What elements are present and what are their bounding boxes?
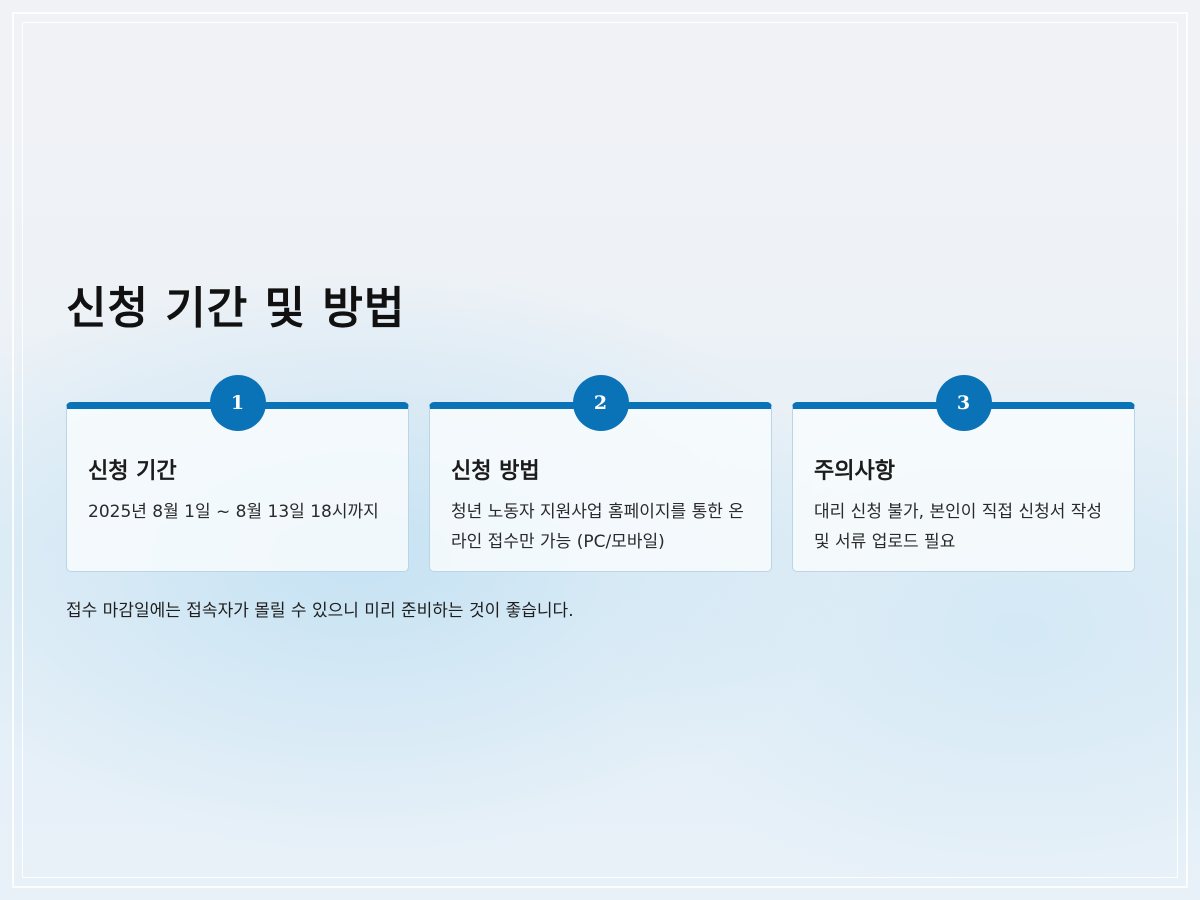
step-number-badge: 3	[935, 375, 992, 431]
step-description: 대리 신청 불가, 본인이 직접 신청서 작성 및 서류 업로드 필요	[814, 502, 1103, 552]
step-number-badge: 2	[572, 375, 629, 431]
decorative-frame	[12, 12, 1188, 888]
step-description: 청년 노동자 지원사업 홈페이지를 통한 온라인 접수만 가능 (PC/모바일)	[451, 502, 744, 552]
steps-container: 1 신청 기간 2025년 8월 1일 ~ 8월 13일 18시까지 2 신청 …	[66, 375, 1136, 572]
page-title: 신청 기간 및 방법	[66, 283, 406, 334]
decorative-frame-inner	[22, 22, 1178, 878]
step-card-3: 3 주의사항 대리 신청 불가, 본인이 직접 신청서 작성 및 서류 업로드 …	[792, 375, 1135, 572]
step-card-1: 1 신청 기간 2025년 8월 1일 ~ 8월 13일 18시까지	[66, 375, 409, 572]
step-card-2: 2 신청 방법 청년 노동자 지원사업 홈페이지를 통한 온라인 접수만 가능 …	[429, 375, 772, 572]
step-number-badge: 1	[209, 375, 266, 431]
footnote: 접수 마감일에는 접속자가 몰릴 수 있으니 미리 준비하는 것이 좋습니다.	[66, 601, 574, 621]
step-title: 신청 방법	[451, 459, 540, 484]
step-title: 신청 기간	[88, 459, 177, 484]
step-description: 2025년 8월 1일 ~ 8월 13일 18시까지	[88, 502, 379, 522]
step-title: 주의사항	[814, 459, 895, 484]
